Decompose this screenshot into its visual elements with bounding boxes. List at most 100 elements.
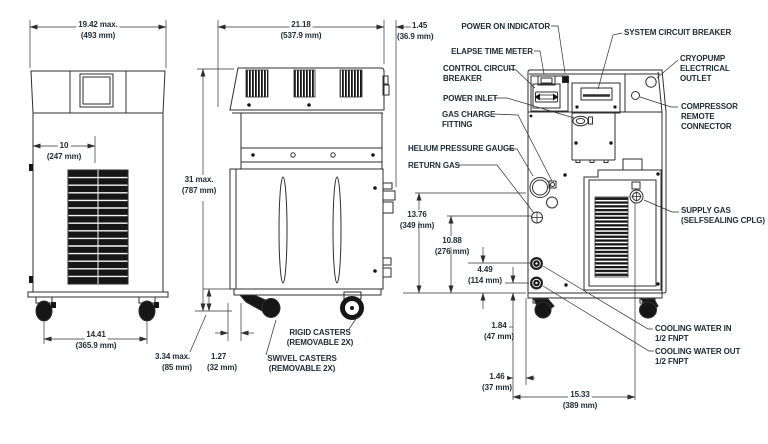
label-line: POWER INLET [443,94,498,103]
dim-front-width: 19.42 max. (493 mm) [76,20,120,41]
label-cooling-water-out: COOLING WATER OUT 1/2 FNPT [655,347,740,367]
label-swivel-casters: SWIVEL CASTERS (REMOVABLE 2X) [267,354,337,374]
dim-mm: (36.9 mm) [397,31,434,41]
dim-value: 4.49 [475,265,495,276]
supply-gas-symbol [629,181,644,204]
dim-value: 19.42 max. [76,20,120,31]
control-circuit-breaker-symbol [532,83,561,109]
label-line: RETURN GAS [408,161,460,170]
dim-value: 15.33 [568,390,592,401]
front-caster-left [35,296,56,322]
label-line: SUPPLY GAS [681,206,731,215]
dim-mm: (349 mm) [399,220,435,230]
rear-grille-panel [583,158,662,291]
side-top-cap [229,67,385,111]
label-line: ELAPSE TIME METER [451,47,533,56]
dim-side-caster-offset: 1.27 (32 mm) [207,352,237,373]
dim-mm: (537.9 mm) [280,30,322,40]
dim-value: 1.27 [211,352,227,361]
side-vent-2 [293,69,316,98]
helium-pressure-gauge-symbol [529,177,551,198]
dim-mm: (247 mm) [46,151,82,161]
dim-mm: (365.9 mm) [75,340,117,350]
label-line: SWIVEL CASTERS [267,354,337,363]
dim-front-panel: 10 (247 mm) [47,141,81,162]
label-supply-gas: SUPPLY GAS (SELFSEALING CPLG) [681,206,765,226]
label-line: RIGID CASTERS [289,328,351,337]
label-gas-charge-fitting: GAS CHARGE FITTING [442,110,495,130]
dim-rear-return-height: 10.88 (276 mm) [435,236,469,257]
dim-mm: (47 mm) [484,331,514,341]
side-view-drawing [189,20,411,356]
dim-mm: (32 mm) [207,362,237,372]
label-line: ELECTRICAL [680,64,730,73]
side-rear-fittings [382,75,396,278]
label-line: COMPRESSOR [681,102,738,111]
dim-value: 1.45 [412,21,428,30]
side-caster-offset-dimension [215,303,254,341]
side-height-dimension [195,68,234,312]
gas-charge-fitting-symbol [548,180,557,189]
dim-side-depth: 21.18 (537.9 mm) [281,20,322,41]
power-inlet-symbol [572,115,593,127]
front-grille [67,169,129,285]
cooling-water-in-symbol [530,257,543,270]
dim-value: 21.18 [289,20,313,31]
label-line: REMOTE [681,112,715,121]
label-line: GAS CHARGE [442,110,496,119]
front-display-window [79,73,114,108]
cryopump-electrical-outlet-symbol [645,76,657,88]
dim-value: 31 max. [182,175,216,186]
dim-mm: (85 mm) [162,362,192,372]
label-line: COOLING WATER OUT [655,347,741,356]
compressor-remote-connector-symbol [631,91,640,100]
side-clearance-dimension [189,288,232,353]
label-line: OUTLET [680,74,712,83]
label-line: HELIUM PRESSURE GAUGE [408,144,515,153]
return-gas-symbol [531,211,543,224]
dim-side-clearance: 3.34 max. (85 mm) [155,352,192,373]
label-line: (REMOVABLE 2X) [268,364,336,373]
label-helium-pressure-gauge: HELIUM PRESSURE GAUGE [408,144,514,154]
dim-side-rear-fitting: 1.45 (36.9 mm) [397,21,434,42]
dim-mm: (389 mm) [562,400,598,410]
dim-value: 1.46 [487,372,507,383]
dim-front-caster-span: 14.41 (365.9 mm) [76,330,117,351]
side-vent-1 [245,69,269,98]
front-view-drawing [27,20,169,344]
label-line: COOLING WATER IN [655,324,732,333]
dim-mm: (37 mm) [482,382,512,392]
label-power-inlet: POWER INLET [443,94,498,104]
dim-value: 13.76 [405,210,429,221]
rear-caster-right [639,297,659,319]
label-line: FITTING [442,120,473,129]
label-line: CONNECTOR [681,122,732,131]
label-power-on-indicator: POWER ON INDICATOR [400,22,550,32]
side-body [229,168,384,290]
system-circuit-breaker-symbol [571,82,621,114]
side-rigid-caster [340,291,364,320]
label-line: BREAKER [443,74,482,83]
dim-rear-caster-span: 15.33 (389 mm) [563,390,597,411]
label-cooling-water-in: COOLING WATER IN 1/2 FNPT [655,324,732,344]
label-line: (SELFSEALING CPLG) [681,216,765,225]
side-vent-3 [339,69,363,98]
side-swivel-caster [238,294,281,318]
cooling-water-out-symbol [530,276,543,290]
label-line: POWER ON INDICATOR [461,22,550,31]
dim-mm: (787 mm) [181,185,217,195]
dim-value: 14.41 [84,330,108,341]
dim-mm: (276 mm) [434,246,470,256]
label-system-circuit-breaker: SYSTEM CIRCUIT BREAKER [624,28,731,38]
label-line: 1/2 FNPT [655,357,689,366]
label-return-gas: RETURN GAS [408,161,460,171]
front-base-plate [27,291,169,298]
rear-base-plate [527,292,663,299]
label-elapse-time-meter: ELAPSE TIME METER [383,47,533,57]
dim-mm: (493 mm) [80,30,116,40]
rear-body [527,69,667,294]
dim-value: 10 [57,141,71,152]
label-control-circuit-breaker: CONTROL CIRCUIT BREAKER [443,64,516,84]
